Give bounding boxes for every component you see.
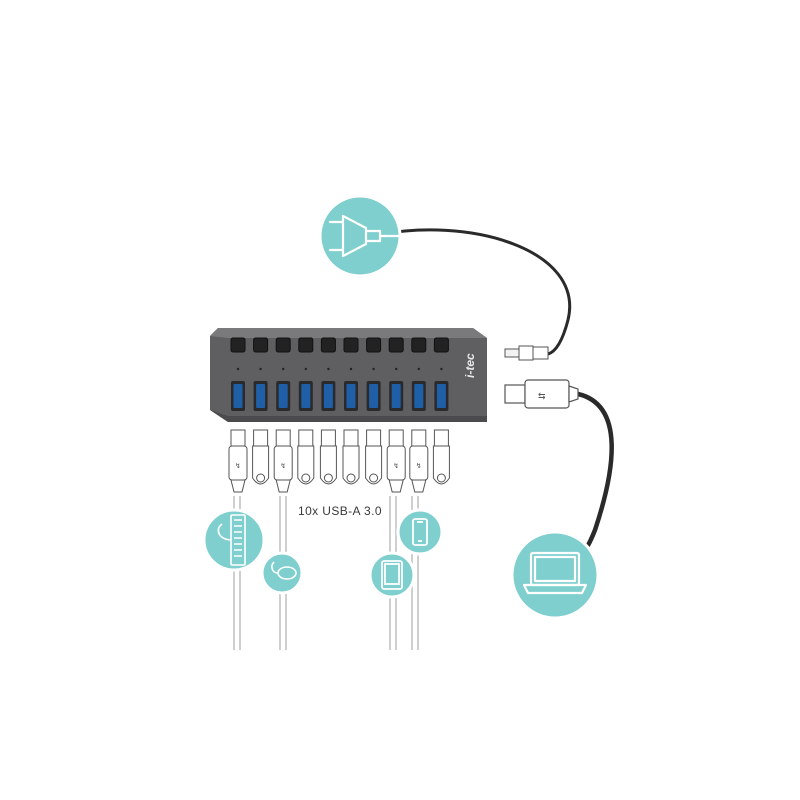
usb-hub: i-tec [210, 328, 487, 422]
usb-plug-3: ↯ [273, 429, 293, 493]
mouse-bubble [260, 551, 304, 595]
port-led-7 [372, 367, 375, 371]
port-led-4 [304, 367, 307, 371]
usb-plug-10 [432, 429, 450, 485]
usb-port-tongue-6 [346, 384, 356, 408]
mouse-icon [271, 561, 297, 580]
port-power-button-4[interactable] [298, 337, 314, 353]
keyboard-bubble [202, 508, 266, 572]
hub-brand-logo: i-tec [463, 353, 477, 378]
port-power-button-1[interactable] [230, 337, 246, 353]
tablet-bubble [368, 551, 416, 599]
usb-port-tongue-9 [414, 384, 424, 408]
power-connector [504, 345, 549, 361]
keyboard-icon [217, 514, 246, 566]
port-power-button-6[interactable] [343, 337, 359, 353]
power-adapter-bubble [318, 194, 402, 278]
port-led-6 [349, 367, 353, 371]
usb-port-tongue-2 [256, 384, 266, 408]
laptop-icon [522, 551, 588, 595]
usb-plug-8: ↯ [386, 429, 406, 493]
port-power-button-5[interactable] [320, 337, 336, 353]
ports-caption: 10x USB-A 3.0 [298, 504, 382, 518]
port-led-9 [417, 367, 420, 371]
port-power-button-2[interactable] [253, 337, 269, 353]
usb-port-tongue-10 [436, 384, 446, 408]
port-power-button-10[interactable] [433, 337, 449, 353]
power-cable [371, 228, 572, 356]
port-power-button-3[interactable] [275, 337, 291, 353]
usb-b-connector: ⇆ [504, 379, 579, 409]
usb-plug-6 [342, 429, 360, 485]
port-power-button-7[interactable] [366, 337, 382, 353]
usb-port-tongue-5 [323, 384, 333, 408]
ss-usb-mark-icon: ↯ [235, 462, 241, 470]
usb-plug-2 [252, 429, 270, 485]
power-plug-icon [328, 214, 400, 258]
ss-usb-mark-icon: ⇆ [538, 391, 546, 401]
usb-plug-7 [365, 429, 383, 485]
smartphone-icon [412, 518, 428, 546]
usb-plug-9: ↯ [409, 429, 429, 493]
usb-plug-1: ↯ [228, 429, 248, 493]
port-led-2 [259, 367, 262, 371]
port-led-10 [440, 367, 443, 371]
ss-usb-mark-icon: ↯ [280, 462, 286, 470]
upstream-cable [573, 391, 614, 562]
usb-port-tongue-8 [391, 384, 401, 408]
port-led-5 [327, 367, 330, 371]
port-power-button-9[interactable] [411, 337, 427, 353]
port-led-3 [282, 367, 285, 371]
port-led-1 [236, 367, 240, 371]
ss-usb-mark-icon: ↯ [393, 462, 399, 470]
usb-port-tongue-7 [369, 384, 379, 408]
smartphone-bubble [396, 508, 444, 556]
ss-usb-mark-icon: ↯ [416, 462, 422, 470]
tablet-icon [381, 560, 403, 590]
usb-port-tongue-4 [301, 384, 311, 408]
usb-plug-5 [319, 429, 337, 485]
port-led-8 [395, 367, 398, 371]
usb-port-tongue-1 [233, 384, 243, 408]
usb-plug-4 [297, 429, 315, 485]
port-power-button-8[interactable] [388, 337, 404, 353]
laptop-bubble [510, 530, 600, 620]
usb-port-tongue-3 [278, 384, 288, 408]
